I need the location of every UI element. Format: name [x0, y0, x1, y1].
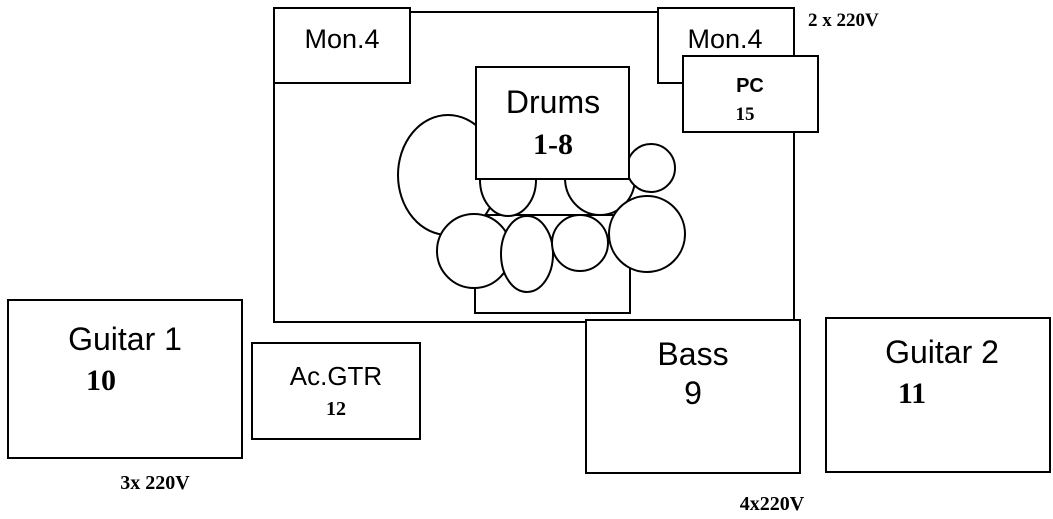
drums-channels: 1-8	[533, 128, 573, 161]
guitar1-box	[7, 299, 243, 459]
pc-channel: 15	[736, 104, 755, 125]
guitar2-box	[825, 317, 1051, 473]
guitar1-channel: 10	[86, 364, 116, 397]
bass-box	[585, 319, 801, 474]
drums-box	[475, 66, 630, 180]
power-bottom-center: 4x220V	[740, 493, 805, 515]
acoustic-guitar-box	[251, 342, 421, 440]
power-bottom-left: 3x 220V	[120, 472, 190, 494]
drums-label: Drums	[506, 84, 600, 120]
guitar1-label: Guitar 1	[68, 321, 182, 357]
acoustic-guitar-label: Ac.GTR	[290, 361, 382, 391]
power-top-right: 2 x 220V	[808, 10, 879, 31]
monitor-right-label: Mon.4	[687, 24, 762, 54]
guitar2-channel: 11	[898, 377, 926, 410]
monitor-left-label: Mon.4	[304, 24, 379, 54]
monitor-left-box	[273, 7, 411, 84]
pc-label: PC	[736, 75, 764, 97]
bass-label: Bass	[657, 336, 728, 372]
guitar2-label: Guitar 2	[885, 334, 999, 370]
drum-riser	[273, 11, 795, 323]
bass-channel: 9	[684, 375, 702, 411]
acoustic-guitar-channel: 12	[326, 398, 346, 420]
pc-box	[682, 55, 819, 133]
